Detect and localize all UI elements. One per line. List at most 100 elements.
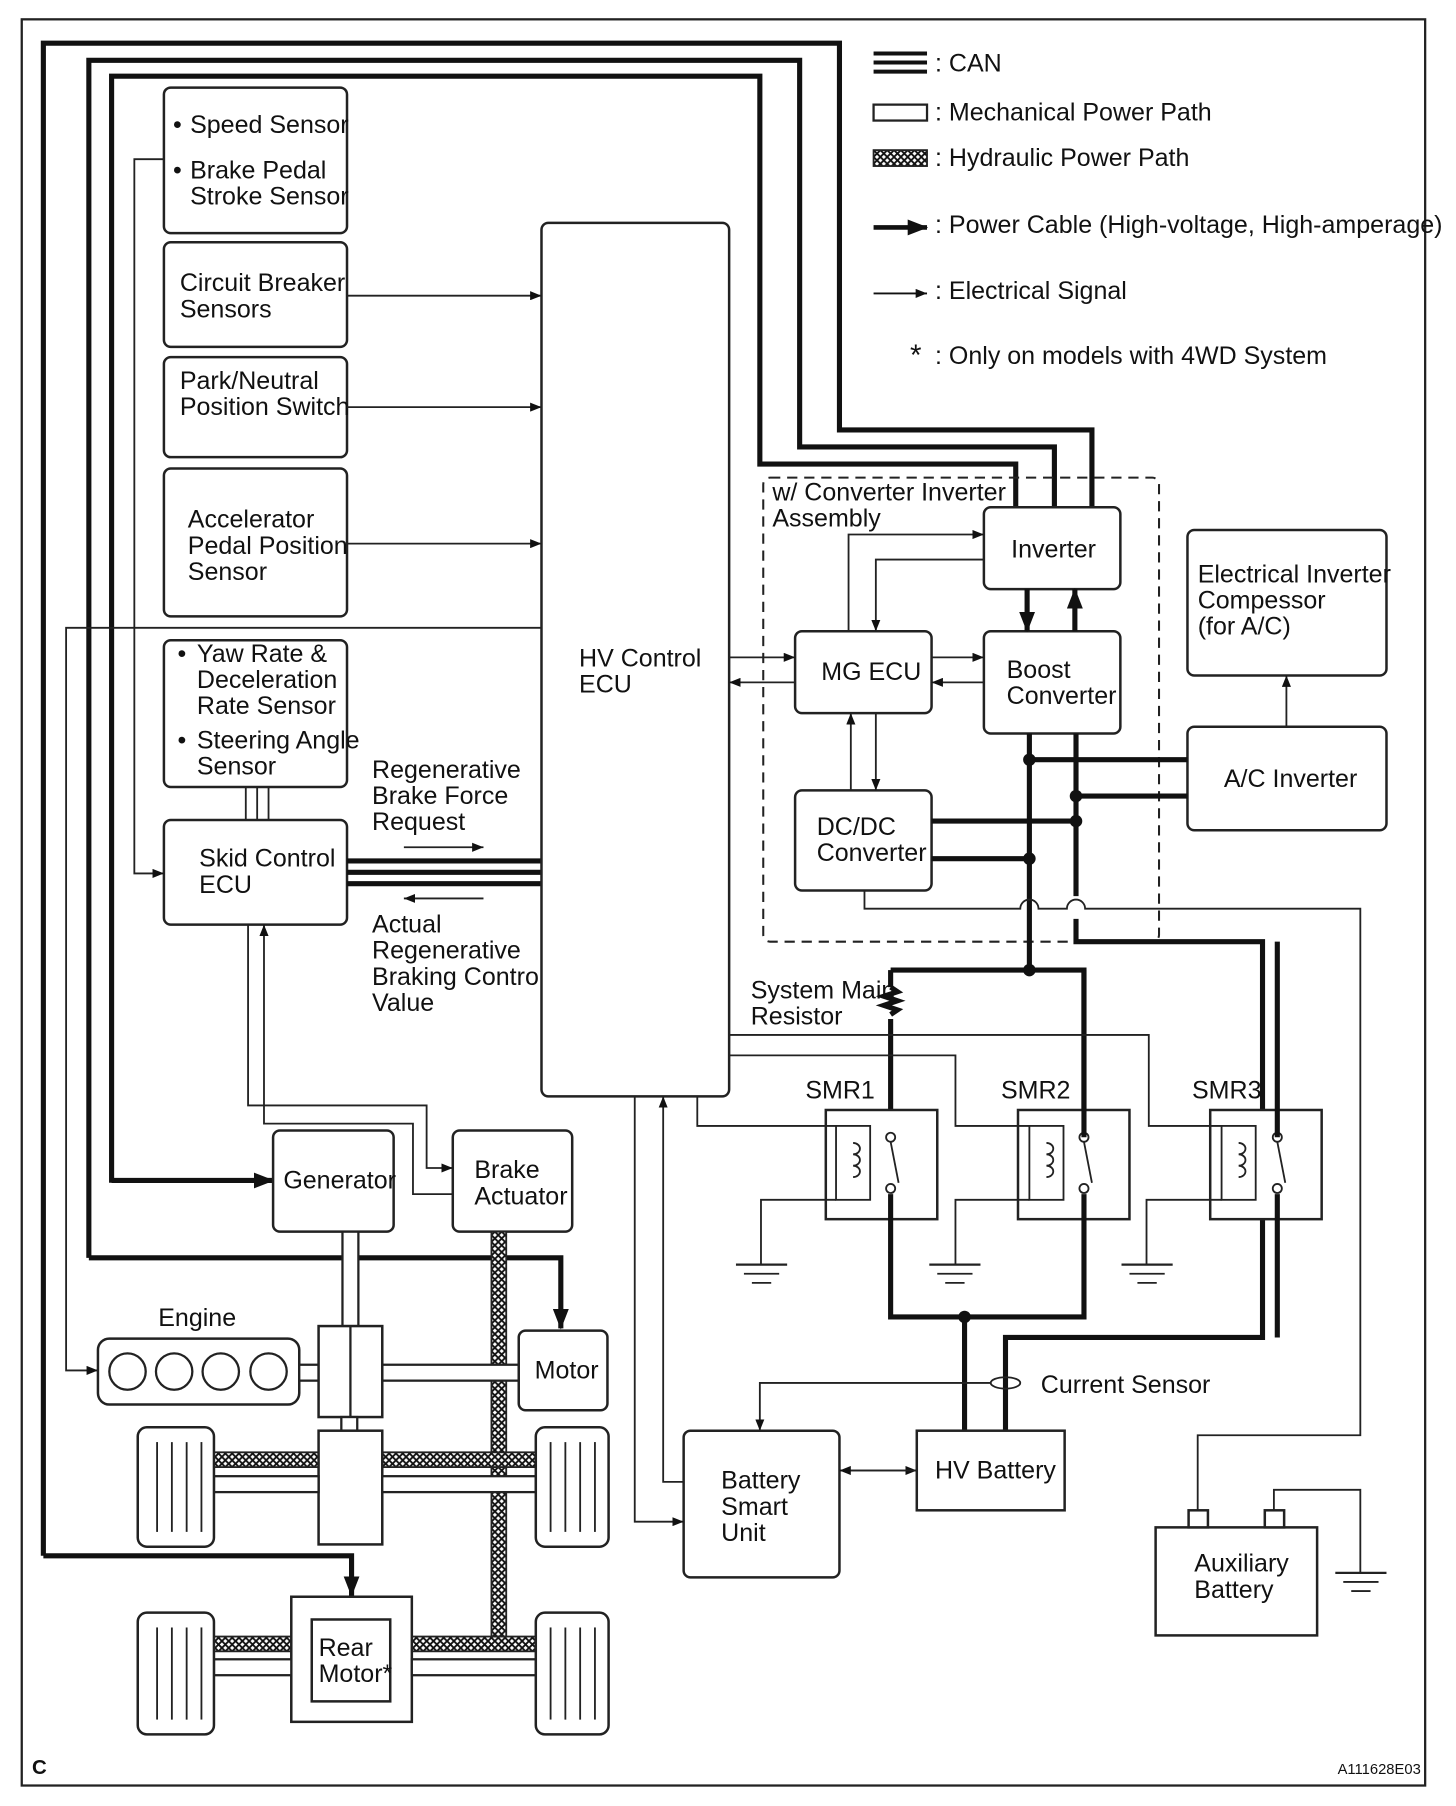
- steer-label-2: Sensor: [197, 752, 276, 780]
- brake-pedal-bullet: •: [173, 157, 182, 185]
- speed-sensor-label: Speed Sensor: [190, 111, 349, 139]
- legend-mechanical-symbol: [872, 103, 929, 122]
- yaw-steering-sensor-box: [162, 639, 349, 789]
- ac-inverter-label: A/C Inverter: [1224, 765, 1357, 793]
- regen-request-label-3: Request: [372, 808, 465, 836]
- brake-actuator-box: [451, 1129, 574, 1233]
- dcdc-converter-box: [793, 789, 933, 892]
- smr2-relay: SMR2: [1001, 1077, 1131, 1221]
- accel-label-2: Pedal Position: [188, 532, 348, 560]
- smr3-relay: SMR3: [1192, 1077, 1323, 1221]
- auxiliary-battery-box: [1154, 1526, 1319, 1637]
- dcdc-label-1: DC/DC: [817, 813, 896, 841]
- boost-label-1: Boost: [1007, 656, 1071, 684]
- skid-ecu-label-2: ECU: [199, 871, 252, 899]
- yaw-label-1: Yaw Rate &: [197, 640, 328, 668]
- rear-motor-label-2: Motor*: [319, 1660, 393, 1688]
- accel-label-3: Sensor: [188, 558, 267, 586]
- rear-right-wheel: [534, 1611, 610, 1736]
- yaw-label-3: Rate Sensor: [197, 692, 336, 720]
- footer-code: A111628E03: [1338, 1762, 1421, 1778]
- converter-inverter-assembly: [762, 476, 1161, 943]
- boost-label-2: Converter: [1007, 682, 1117, 710]
- actual-label-4: Value: [372, 989, 434, 1017]
- can-to-motor: [88, 1255, 569, 1330]
- legend-can-symbol: [873, 51, 928, 74]
- hv-battery-label: HV Battery: [935, 1456, 1056, 1484]
- circuit-breaker-sensors-box: [162, 240, 349, 349]
- brake-actuator-label-2: Actuator: [474, 1182, 567, 1210]
- park-neutral-label-1: Park/Neutral: [180, 367, 319, 395]
- speed-sensor-bullet: •: [173, 111, 182, 139]
- accel-label-1: Accelerator: [188, 506, 315, 534]
- circuit-breaker-label-1: Circuit Breaker: [180, 269, 345, 297]
- speed-brake-sensor-box: [162, 86, 349, 235]
- outer-frame: [20, 18, 1427, 1787]
- regen-request-label-2: Brake Force: [372, 782, 508, 810]
- engine-label: Engine: [158, 1304, 236, 1332]
- circuit-breaker-label-2: Sensors: [180, 295, 272, 323]
- legend-signal-label: : Electrical Signal: [935, 277, 1127, 305]
- dcdc-label-2: Converter: [817, 839, 927, 867]
- park-neutral-label-2: Position Switch: [180, 393, 350, 421]
- mg-ecu-label: MG ECU: [821, 658, 921, 686]
- rear-motor-box: [310, 1618, 392, 1703]
- converter-assy-label-2: Assembly: [772, 505, 881, 533]
- eic-label-2: Compessor: [1198, 586, 1326, 614]
- system-main-resistor-label-2: Resistor: [751, 1003, 843, 1031]
- battery-smart-unit-box: [682, 1429, 841, 1579]
- speed-to-skid-signal: [133, 158, 164, 878]
- rear-motor-label-1: Rear: [319, 1634, 373, 1662]
- svg-text:•: •: [178, 640, 187, 668]
- legend-note-mark: *: [910, 339, 922, 372]
- mg-ecu-box: [793, 629, 933, 715]
- legend-can-label: : CAN: [935, 50, 1002, 78]
- front-right-wheel: [534, 1426, 610, 1548]
- ground-smr1: [735, 1263, 788, 1284]
- smr2-label: SMR2: [1001, 1077, 1071, 1105]
- steer-label-1: Steering Angle: [197, 726, 360, 754]
- ground-smr3: [1121, 1263, 1173, 1284]
- yaw-label-2: Deceleration: [197, 666, 337, 694]
- actual-label-3: Braking Control: [372, 963, 544, 991]
- generator-label: Generator: [283, 1166, 396, 1194]
- smr1-label: SMR1: [805, 1077, 875, 1105]
- ground-smr2: [929, 1263, 981, 1284]
- footer-letter: C: [32, 1756, 47, 1779]
- rear-left-wheel: [136, 1611, 216, 1736]
- eic-label-3: (for A/C): [1198, 613, 1291, 641]
- legend-hydraulic-label: : Hydraulic Power Path: [935, 144, 1189, 172]
- signal-to-engine: [65, 626, 542, 1375]
- legend-hydraulic-symbol: [872, 149, 928, 167]
- aux-label-1: Auxiliary: [1194, 1550, 1289, 1578]
- accelerator-sensor-box: [162, 467, 349, 618]
- regen-request-label-1: Regenerative: [372, 756, 521, 784]
- generator-box: [271, 1129, 395, 1233]
- legend-note-label: : Only on models with 4WD System: [935, 342, 1327, 370]
- front-differential: [317, 1429, 384, 1546]
- legend: : CAN : Mechanical Power Path : Hydrauli…: [872, 50, 1442, 372]
- svg-text:•: •: [178, 726, 187, 754]
- ground-aux: [1335, 1571, 1387, 1592]
- legend-mechanical-label: : Mechanical Power Path: [935, 99, 1212, 127]
- aux-label-2: Battery: [1194, 1576, 1274, 1604]
- motor-label: Motor: [535, 1356, 599, 1384]
- actual-label-2: Regenerative: [372, 937, 521, 965]
- converter-assy-label-1: w/ Converter Inverter: [771, 478, 1006, 506]
- skid-ecu-label-1: Skid Control: [199, 845, 335, 873]
- system-main-resistor-label-1: System Main: [751, 977, 896, 1005]
- bsu-label-3: Unit: [721, 1519, 766, 1547]
- legend-power-cable-label: : Power Cable (High-voltage, High-ampera…: [935, 211, 1442, 239]
- current-sensor-label: Current Sensor: [1041, 1371, 1211, 1399]
- smr1-relay: SMR1: [805, 1077, 939, 1221]
- hv-ecu-label-1: HV Control: [579, 644, 701, 672]
- eic-label-1: Electrical Inverter: [1198, 560, 1391, 588]
- actual-label-1: Actual: [372, 911, 442, 939]
- bsu-label-2: Smart: [721, 1493, 788, 1521]
- can-bus-lines: [40, 40, 1095, 1556]
- bsu-label-1: Battery: [721, 1467, 801, 1495]
- brake-pedal-label-2: Stroke Sensor: [190, 183, 349, 211]
- smr3-label: SMR3: [1192, 1077, 1262, 1105]
- motor-box: [517, 1329, 609, 1412]
